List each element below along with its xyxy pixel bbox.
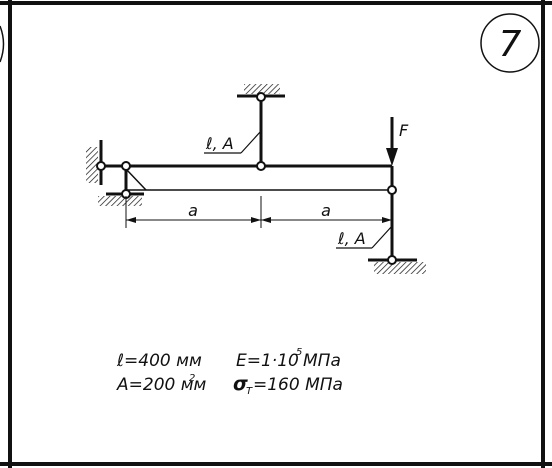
svg-text:A=200 мм: A=200 мм (116, 375, 207, 395)
given-yield-stress: σ T =160 МПа (233, 373, 343, 397)
given-length: ℓ=400 мм (116, 351, 202, 371)
force-arrow (386, 117, 398, 166)
hinge-left-wall (96, 161, 106, 171)
hinge-top-wall (256, 92, 266, 102)
dimension-right-label: a (321, 201, 331, 220)
svg-text:5: 5 (296, 347, 302, 358)
hinge-right-ground (387, 255, 397, 265)
hinge-top-rod-beam (256, 161, 266, 171)
force-label: F (399, 121, 409, 140)
top-rod-leader (204, 130, 262, 154)
rigid-beam (101, 164, 394, 191)
bottom-right-ground-support (368, 258, 426, 274)
top-rod-label: ℓ, A (205, 134, 234, 153)
right-rod-label: ℓ, A (337, 229, 366, 248)
hinge-beam-left (121, 161, 131, 171)
problem-number: 7 (499, 24, 522, 65)
svg-text:σ: σ (233, 373, 248, 395)
problem-number-badge: 7 (480, 13, 540, 73)
dimension-left-label: a (188, 201, 198, 220)
given-modulus: E=1·10 5 МПа (236, 347, 341, 371)
svg-text:=160 МПа: =160 МПа (253, 375, 343, 395)
svg-text:T: T (246, 386, 253, 397)
svg-text:МПа: МПа (303, 351, 341, 371)
svg-text:2: 2 (189, 373, 195, 384)
given-area: A=200 мм 2 (116, 373, 207, 395)
dimension-lines (125, 196, 393, 228)
right-rod-leader (336, 225, 393, 249)
svg-text:E=1·10: E=1·10 (236, 351, 299, 371)
hinge-right-rod-beam (387, 185, 397, 195)
prev-number-circle-fragment (0, 25, 5, 63)
dimension-arrowheads (126, 217, 392, 223)
bottom-left-ground-support (98, 192, 144, 206)
